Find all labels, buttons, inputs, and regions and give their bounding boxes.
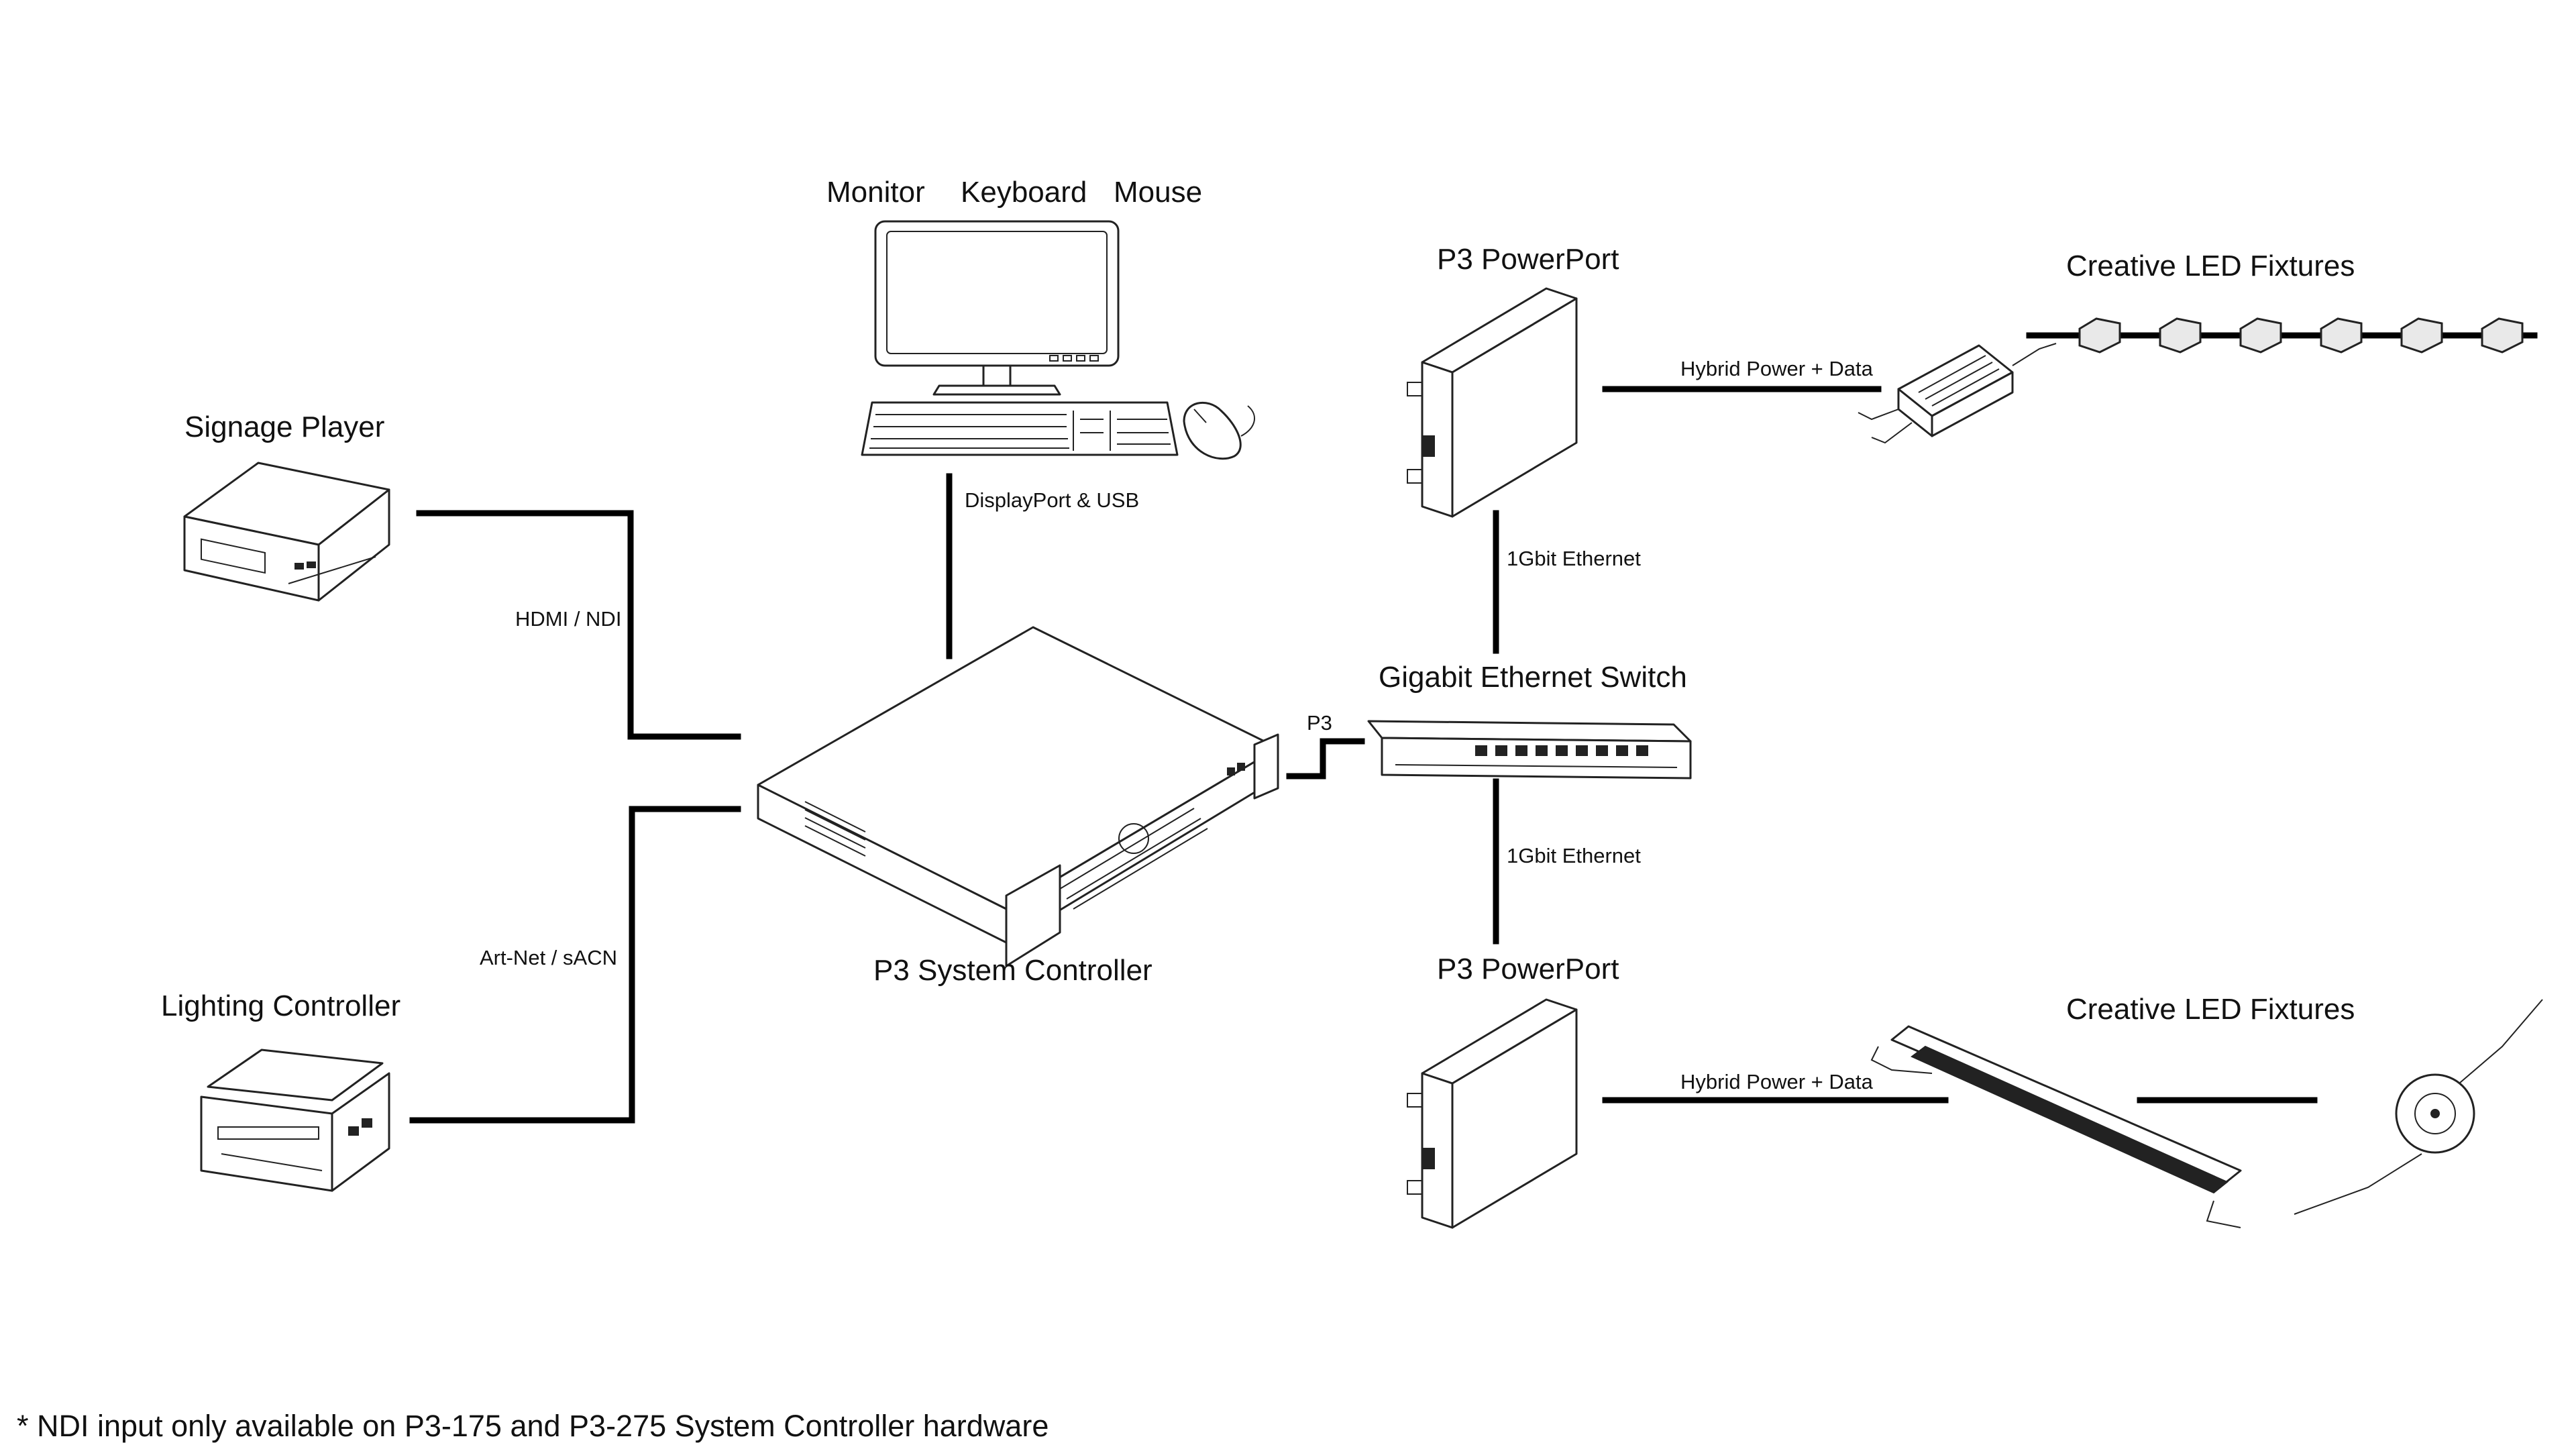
- connection-wires: [409, 386, 2318, 1124]
- system-controller-icon: [757, 626, 1279, 967]
- wire-p3: [1286, 738, 1365, 780]
- gbit-bottom-label: 1Gbit Ethernet: [1507, 844, 1641, 867]
- hybrid-top-label: Hybrid Power + Data: [1680, 357, 1873, 380]
- gbit-top-label: 1Gbit Ethernet: [1507, 547, 1641, 570]
- artnet-sacn-label: Art-Net / sACN: [480, 946, 617, 969]
- led-fixtures-bottom-icon: [1870, 999, 2543, 1228]
- monitor-label: Monitor: [826, 176, 925, 209]
- hdmi-ndi-label: HDMI / NDI: [515, 607, 622, 631]
- mouse-label: Mouse: [1114, 176, 1203, 209]
- led-fixtures-bottom-label: Creative LED Fixtures: [2066, 993, 2355, 1026]
- monitor-icon: [874, 220, 1120, 396]
- powerport-bottom-icon: [1407, 998, 1578, 1229]
- wire-artnet-sacn: [409, 806, 741, 1124]
- footnote: * NDI input only available on P3-175 and…: [17, 1409, 1049, 1443]
- p3-label: P3: [1307, 711, 1332, 735]
- keyboard-label: Keyboard: [961, 176, 1087, 209]
- powerport-bottom-label: P3 PowerPort: [1437, 953, 1619, 985]
- lighting-controller-icon: [200, 1049, 390, 1192]
- led-fixtures-top-label: Creative LED Fixtures: [2066, 250, 2355, 282]
- system-controller-label: P3 System Controller: [873, 954, 1152, 987]
- signage-player-icon: [183, 462, 390, 602]
- powerport-top-label: P3 PowerPort: [1437, 243, 1619, 276]
- powerport-top-icon: [1407, 287, 1578, 518]
- mouse-icon: [1183, 401, 1255, 460]
- hybrid-bottom-label: Hybrid Power + Data: [1680, 1070, 1873, 1093]
- signage-player-label: Signage Player: [184, 411, 385, 443]
- ethernet-switch-icon: [1367, 720, 1692, 780]
- lighting-controller-label: Lighting Controller: [161, 989, 401, 1022]
- displayport-usb-label: DisplayPort & USB: [965, 488, 1140, 512]
- wire-hdmi-ndi: [416, 510, 741, 740]
- led-fixtures-top-icon: [1858, 317, 2538, 444]
- keyboard-icon: [861, 401, 1179, 456]
- ethernet-switch-label: Gigabit Ethernet Switch: [1379, 661, 1687, 694]
